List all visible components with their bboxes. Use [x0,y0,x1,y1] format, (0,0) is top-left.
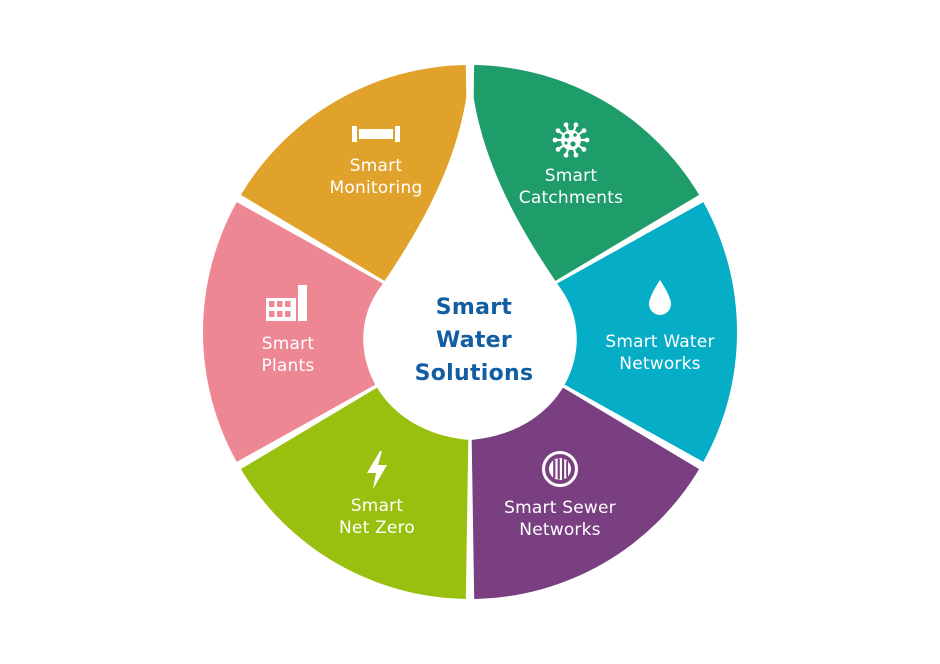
label-line: Networks [519,520,601,540]
lightning-bolt-icon [367,451,387,489]
center-title-line: Smart [435,295,513,320]
virus-spike-tip [563,152,569,158]
virus-spot [570,141,576,147]
segment-smart-plants [203,202,460,462]
center-water-drop [363,58,577,440]
virus-spot [573,133,577,137]
label-smart-catchments: Smart Catchments [471,165,671,209]
label-line: Smart [544,166,598,186]
label-line: Smart Sewer [504,498,616,518]
label-line: Smart [261,334,315,354]
virus-spike-tip [573,122,579,128]
label-smart-water-networks: Smart Water Networks [560,331,760,375]
label-line: Networks [619,354,701,374]
pipe-icon [352,126,400,142]
label-smart-plants: Smart Plants [188,333,388,377]
center-title-line: Solutions [414,361,534,386]
virus-spot [564,141,568,145]
virus-icon [552,122,590,158]
virus-spike-tip [555,147,561,152]
label-line: Plants [261,356,315,376]
virus-spike-tip [581,128,587,133]
label-smart-monitoring: Smart Monitoring [276,155,476,199]
label-line: Catchments [518,188,624,208]
center-title-line: Water [435,328,513,353]
label-line: Monitoring [329,178,423,198]
virus-spike-tip [584,137,590,143]
virus-spot [564,133,570,139]
virus-spike-tip [581,147,587,152]
label-line: Smart [349,156,403,176]
factory-icon [266,285,307,321]
center-title: Smart Water Solutions [374,291,574,390]
virus-spike-tip [573,152,579,158]
label-line: Smart [350,496,404,516]
virus-spike-tip [563,122,569,128]
label-smart-net-zero: Smart Net Zero [277,495,477,539]
virus-spike-tip [555,128,561,133]
segment-smart-water-networks [480,202,737,462]
label-line: Net Zero [339,518,415,538]
virus-body [561,130,581,150]
virus-spike-tip [552,137,558,143]
water-drop-icon [649,280,671,315]
label-smart-sewer-networks: Smart Sewer Networks [460,497,660,541]
label-line: Smart Water [605,332,715,352]
sewer-grate-icon [542,451,578,487]
